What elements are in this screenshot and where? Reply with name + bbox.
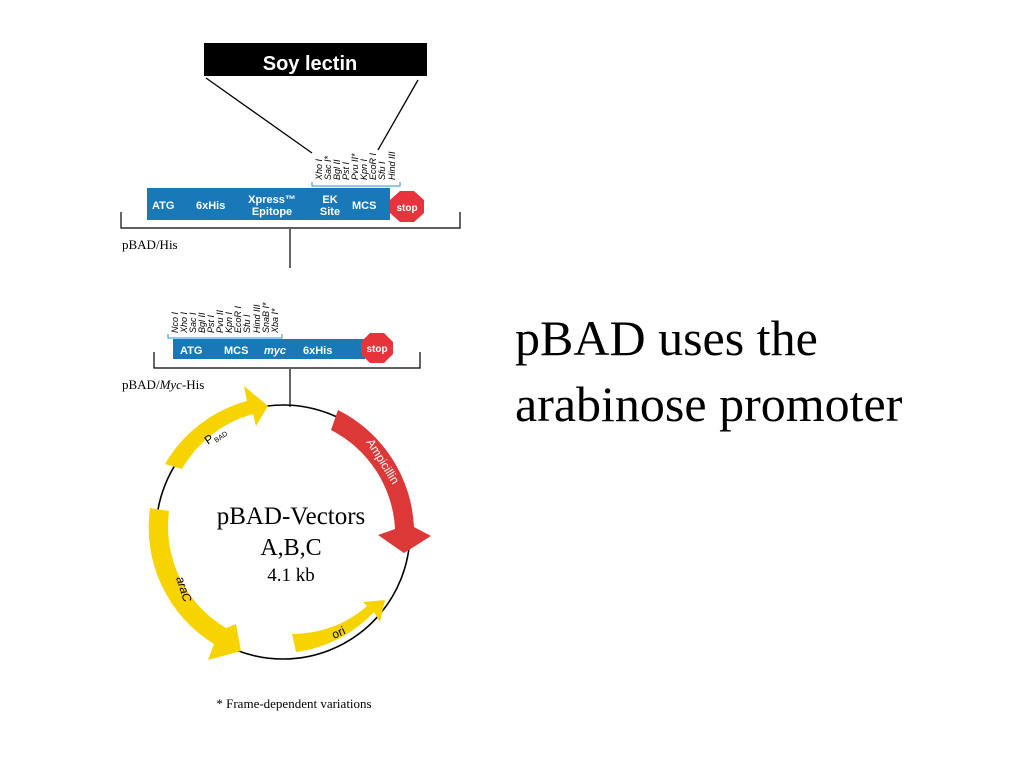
- his-restriction-sites: Xho I Sac I* Bgl II Pst I Pvu II* Kpn I …: [314, 151, 397, 181]
- plasmid-map: PBAD Ampicillin araC ori pBAD-Vectors A,…: [148, 386, 431, 660]
- his-feature-bar: [147, 188, 390, 220]
- pbad-myc-his-label: pBAD/Myc-His: [122, 377, 204, 392]
- myc-stop-octagon: [361, 333, 393, 363]
- epitope-label: Epitope: [252, 206, 292, 218]
- mcs-label: MCS: [224, 345, 248, 357]
- site-label: Nco I: [170, 311, 180, 333]
- site-label: SnaB I*: [261, 302, 271, 333]
- myc-tag-label: myc: [264, 345, 286, 357]
- soy-lectin-label: Soy lectin: [263, 53, 357, 75]
- pbad-myc-his-cassette: Nco I Xho I Sac I Bgl II Pst I Pvu II Kp…: [122, 302, 421, 407]
- site-label: Hind III: [252, 304, 262, 333]
- site-label: Hind III: [387, 151, 397, 180]
- 6xhis-label: 6xHis: [196, 200, 225, 212]
- site-label: Sfu I: [242, 314, 252, 333]
- site-label: Sac I*: [323, 155, 333, 180]
- mcs-label: MCS: [352, 200, 376, 212]
- 6xhis-label: 6xHis: [303, 345, 332, 357]
- site-label: EcoR I: [368, 152, 378, 180]
- his-mcs-bracket: [311, 182, 401, 187]
- atg-label: ATG: [152, 200, 174, 212]
- soy-lectin-insert: Soy lectin: [204, 43, 427, 154]
- xpress-label: Xpress™: [248, 194, 296, 206]
- site-label: Pst I: [206, 314, 216, 333]
- footnote: * Frame-dependent variations: [216, 696, 371, 711]
- his-stop-octagon: [390, 191, 424, 222]
- myc-restriction-sites: Nco I Xho I Sac I Bgl II Pst I Pvu II Kp…: [170, 302, 280, 334]
- site-label: Pvu II: [215, 309, 225, 333]
- myc-feature-bar: [173, 339, 365, 359]
- stop-label: stop: [366, 344, 387, 355]
- site-label: Kpn I: [359, 158, 369, 180]
- site-label: Sac I: [188, 312, 198, 333]
- ori-arrow: [292, 600, 385, 652]
- atg-label: ATG: [180, 345, 202, 357]
- site-text-label: Site: [320, 206, 340, 218]
- site-label: Bgl II: [197, 312, 207, 333]
- soy-lectin-box: [204, 43, 427, 76]
- ek-label: EK: [322, 194, 337, 206]
- plasmid-subtitle: A,B,C: [260, 535, 321, 561]
- slide-text-line-1: pBAD uses the: [515, 310, 818, 366]
- insert-right-line: [377, 79, 419, 151]
- ori-label: ori: [330, 624, 348, 642]
- plasmid-size: 4.1 kb: [267, 565, 315, 586]
- site-label: Xba I*: [270, 308, 280, 334]
- stop-label: stop: [396, 203, 417, 214]
- slide-body-text: pBAD uses the arabinose promoter: [515, 305, 1015, 437]
- site-label: Xho I: [179, 311, 189, 334]
- arac-arrow: [148, 508, 241, 660]
- insert-left-line: [205, 77, 313, 154]
- myc-mcs-bracket: [167, 334, 283, 339]
- pbad-promoter-arrow: [165, 386, 268, 469]
- slide-text-line-2: arabinose promoter: [515, 376, 903, 432]
- site-label: Pst I: [341, 161, 351, 180]
- ampicillin-arrow: [331, 410, 431, 553]
- site-label: Kpn I: [224, 311, 234, 333]
- myc-vector-bracket: [153, 352, 421, 369]
- site-label: Bgl II: [332, 159, 342, 180]
- site-label: EcoR I: [233, 305, 243, 333]
- pbad-his-label: pBAD/His: [122, 237, 178, 252]
- site-label: Pvu II*: [350, 153, 360, 180]
- plasmid-title: pBAD-Vectors: [217, 503, 366, 530]
- pbad-his-cassette: Xho I Sac I* Bgl II Pst I Pvu II* Kpn I …: [120, 151, 461, 268]
- his-vector-bracket: [120, 212, 461, 229]
- site-label: Sfu I: [377, 161, 387, 180]
- site-label: Xho I: [314, 158, 324, 181]
